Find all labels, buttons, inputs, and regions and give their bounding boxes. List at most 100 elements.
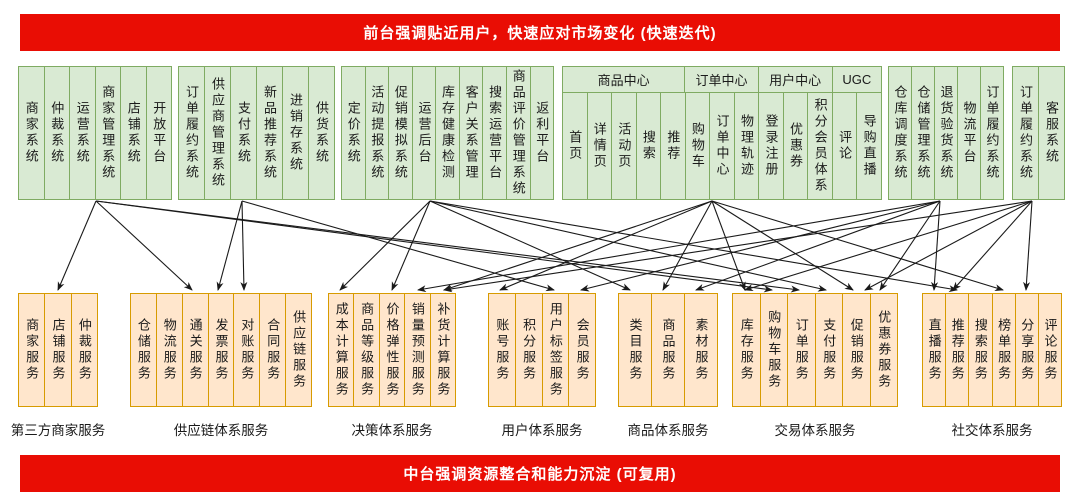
system-box: 登录注册	[759, 93, 784, 199]
system-box-label: 商品评价管理系统	[510, 69, 526, 197]
system-box-label: 定价系统	[345, 101, 361, 165]
system-box: 供货系统	[309, 67, 334, 199]
service-box-label: 促销服务	[848, 318, 864, 382]
center-header: 用户中心	[759, 67, 833, 92]
service-box-label: 直播服务	[926, 318, 942, 382]
system-service-arrow	[1023, 200, 1033, 291]
service-box: 库存服务	[733, 294, 761, 406]
system-box: 仲裁系统	[45, 67, 70, 199]
service-box-label: 库存服务	[738, 318, 754, 382]
front-office-banner: 前台强调贴近用户，快速应对市场变化 (快速迭代)	[20, 14, 1060, 51]
service-box: 账号服务	[489, 294, 516, 406]
service-box-label: 成本计算服务	[333, 302, 349, 398]
system-box-label: 登录注册	[763, 114, 779, 178]
system-box-label: 运营系统	[74, 101, 90, 165]
system-box-label: 活动提报系统	[369, 85, 385, 181]
system-service-arrow	[417, 200, 941, 293]
system-box: 商家管理系统	[96, 67, 121, 199]
system-box: 活动页	[612, 93, 637, 199]
service-box: 推荐服务	[946, 294, 970, 406]
system-box: 运营后台	[413, 67, 437, 199]
service-box-label: 榜单服务	[996, 318, 1012, 382]
system-box-label: 店铺系统	[125, 101, 141, 165]
system-box-label: 导购直播	[861, 114, 877, 178]
system-box-label: 详情页	[591, 122, 607, 170]
service-box: 发票服务	[209, 294, 235, 406]
system-service-arrow	[240, 200, 248, 291]
system-box: 支付系统	[231, 67, 257, 199]
system-box: 物理轨迹	[735, 93, 760, 199]
service-category-label: 社交体系服务	[951, 423, 1033, 438]
system-box: 返利平台	[531, 67, 554, 199]
system-box: 物流平台	[958, 67, 981, 199]
system-box-label: 评论	[837, 130, 853, 162]
system-service-arrow	[711, 200, 746, 291]
service-box-label: 会员服务	[574, 318, 590, 382]
system-box: 订单履约系统	[179, 67, 205, 199]
service-box-label: 商品等级服务	[359, 302, 375, 398]
service-box: 用户标签服务	[543, 294, 570, 406]
system-service-arrow	[952, 200, 1033, 291]
service-category-label: 用户体系服务	[501, 423, 583, 438]
system-service-arrow	[95, 200, 800, 293]
system-box-label: 活动页	[616, 122, 632, 170]
service-box: 素材服务	[685, 294, 717, 406]
system-box-label: 物理轨迹	[738, 114, 754, 178]
system-box-label: 仓库调度系统	[892, 85, 908, 181]
system-box: 进销存系统	[283, 67, 309, 199]
service-box: 会员服务	[569, 294, 595, 406]
system-box: 仓库调度系统	[889, 67, 912, 199]
service-box: 商品等级服务	[354, 294, 380, 406]
system-box: 定价系统	[342, 67, 366, 199]
system-box: 订单中心	[710, 93, 735, 199]
service-group: 账号服务积分服务用户标签服务会员服务	[488, 293, 596, 407]
service-group: 直播服务推荐服务搜索服务榜单服务分享服务评论服务	[922, 293, 1062, 407]
system-service-arrow	[931, 200, 941, 291]
system-service-arrow	[216, 200, 243, 291]
center-header: 订单中心	[685, 67, 759, 92]
service-box-label: 支付服务	[821, 318, 837, 382]
front-group-warehouse-systems: 仓库调度系统仓储管理系统退货验货系统物流平台订单履约系统	[888, 66, 1004, 200]
service-box: 优惠券服务	[871, 294, 898, 406]
service-box-label: 仓储服务	[135, 318, 151, 382]
system-service-arrow	[57, 200, 97, 291]
system-box-label: 购物车	[689, 122, 705, 170]
system-box-label: 退货验货系统	[938, 85, 954, 181]
front-group-merchant-systems: 商家系统仲裁系统运营系统商家管理系统店铺系统开放平台	[18, 66, 172, 200]
service-box: 分享服务	[1016, 294, 1039, 406]
system-box-label: 仓储管理系统	[915, 85, 931, 181]
system-service-arrow	[443, 200, 1033, 293]
service-box: 物流服务	[157, 294, 183, 406]
service-box-label: 账号服务	[494, 318, 510, 382]
service-box-label: 补货计算服务	[435, 302, 451, 398]
system-box-label: 客户关系管理	[463, 85, 479, 181]
system-box-label: 运营后台	[416, 101, 432, 165]
service-box-label: 通关服务	[187, 318, 203, 382]
system-box: 详情页	[588, 93, 613, 199]
system-service-arrow	[879, 200, 941, 291]
system-box-label: 返利平台	[534, 101, 550, 165]
system-box-label: 商家系统	[23, 101, 39, 165]
system-box-label: 推荐	[665, 130, 681, 162]
system-service-arrow	[429, 200, 827, 292]
system-box-label: 供应商管理系统	[210, 77, 225, 189]
system-box-label: 搜索	[640, 130, 656, 162]
service-group: 库存服务购物车服务订单服务支付服务促销服务优惠券服务	[732, 293, 898, 407]
service-category-label: 商品体系服务	[627, 423, 709, 438]
service-box: 商品服务	[652, 294, 685, 406]
service-box-label: 分享服务	[1019, 318, 1035, 382]
system-box: 订单履约系统	[981, 67, 1003, 199]
system-box: 活动提报系统	[366, 67, 390, 199]
system-box-label: 开放平台	[151, 101, 167, 165]
system-box-label: 商家管理系统	[100, 85, 116, 181]
service-box: 榜单服务	[993, 294, 1016, 406]
service-category-label: 交易体系服务	[774, 423, 856, 438]
service-box-label: 评论服务	[1042, 318, 1058, 382]
system-box-label: 客服系统	[1044, 101, 1059, 165]
system-service-arrow	[339, 200, 431, 291]
center-header: 商品中心	[563, 67, 686, 92]
service-box: 通关服务	[183, 294, 209, 406]
system-box-label: 支付系统	[236, 101, 251, 165]
service-box: 直播服务	[923, 294, 947, 406]
